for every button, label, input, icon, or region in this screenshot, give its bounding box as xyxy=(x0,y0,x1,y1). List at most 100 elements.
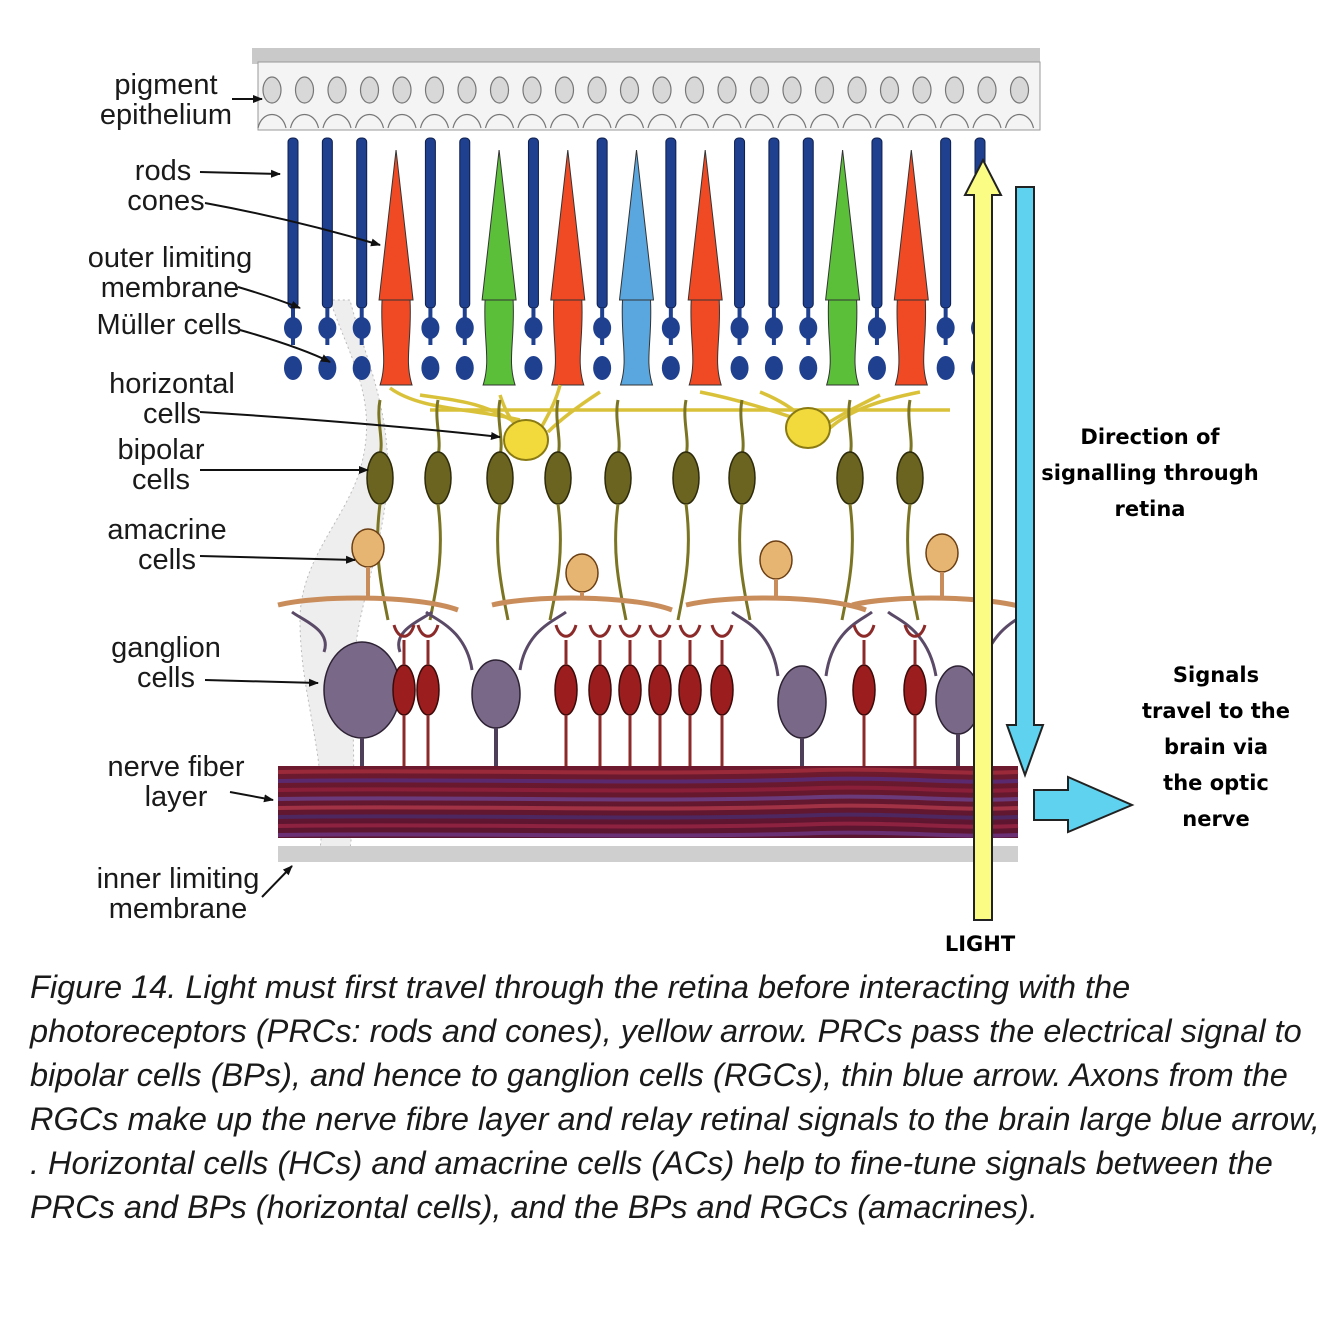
annotation-line: Signals xyxy=(1172,663,1260,687)
label-line: cells xyxy=(136,662,195,694)
midget-ganglion-cell xyxy=(648,664,672,716)
bipolar-axon xyxy=(614,503,628,621)
pigment-cell-outline xyxy=(517,113,547,129)
midget-ganglion-dendrite xyxy=(852,624,876,638)
ganglion-cell-group xyxy=(291,610,1029,770)
optic-nerve-arrow xyxy=(1033,775,1135,834)
ganglion-dendrites xyxy=(425,610,567,671)
label-horizontal-cells: horizontal cells xyxy=(104,369,240,429)
pigment-cell xyxy=(359,76,380,104)
pigment-cell-outline xyxy=(1004,113,1035,129)
pigment-cell xyxy=(717,76,737,104)
cone-cell-body xyxy=(894,299,928,386)
label-inner-limiting-membrane: inner limiting membrane xyxy=(92,864,264,924)
midget-ganglion-dendrite xyxy=(648,624,672,638)
midget-ganglion-cell xyxy=(618,664,642,716)
pigment-cell-outline xyxy=(452,113,482,129)
rod-nucleus xyxy=(936,317,955,339)
cone-cell-body xyxy=(619,299,654,386)
annotation-line: Direction of xyxy=(1080,425,1220,449)
label-line: pigment xyxy=(114,69,218,101)
pigment-cell xyxy=(879,76,900,104)
pigment-cell-outline xyxy=(549,113,580,129)
pigment-cell-outline xyxy=(484,113,515,129)
midget-ganglion-dendrite xyxy=(392,624,416,638)
pigment-cell-outline xyxy=(289,113,320,129)
pointer-inner-limiting-membrane xyxy=(261,865,293,898)
pointer-outer-limiting-membrane xyxy=(237,286,301,309)
pigment-cell-outline xyxy=(939,113,970,129)
cone-cell-body xyxy=(688,299,722,386)
pigment-cell xyxy=(294,76,315,104)
bipolar-dendrite xyxy=(683,399,689,456)
nerve-fiber xyxy=(277,794,1019,802)
bipolar-cell xyxy=(424,451,452,505)
pigment-cell-outline xyxy=(647,113,677,129)
midget-ganglion-dendrite xyxy=(588,624,612,638)
bipolar-dendrite xyxy=(497,399,503,456)
cone-outer-segment xyxy=(825,149,861,301)
label-line: epithelium xyxy=(99,99,233,131)
figure-caption: Figure 14. Light must first travel throu… xyxy=(30,969,1320,1225)
pigment-cell xyxy=(619,76,640,104)
cone-cell-body xyxy=(551,299,585,386)
label-line: horizontal xyxy=(109,368,235,400)
rod-cell xyxy=(527,137,539,309)
pigment-cell xyxy=(587,76,607,104)
rod-nucleus xyxy=(867,317,886,339)
rod-terminal xyxy=(284,356,302,380)
pigment-cell-outline xyxy=(387,113,417,129)
cone-cell-body xyxy=(379,299,413,386)
cone-outer-segment xyxy=(550,149,586,301)
label-line: inner limiting xyxy=(96,863,260,895)
ganglion-cell xyxy=(323,641,401,739)
annotation-line: travel to the xyxy=(1141,699,1290,723)
rod-cell xyxy=(940,137,952,309)
pigment-cells xyxy=(257,76,1035,129)
rod-terminal xyxy=(764,356,783,380)
rod-nucleus xyxy=(593,317,612,339)
rod-cell xyxy=(734,137,746,309)
rod-cell xyxy=(321,137,333,309)
pointer-amacrine-cells xyxy=(199,555,356,564)
rod-terminal xyxy=(455,356,474,380)
pigment-cell-outline xyxy=(874,113,905,129)
label-line: outer limiting xyxy=(87,242,253,274)
pigment-cell-outline xyxy=(354,113,385,129)
horizontal-cell-processes xyxy=(388,384,950,434)
photoreceptor-row xyxy=(284,137,989,386)
rod-cell xyxy=(424,137,436,309)
annotation-light: LIGHT xyxy=(944,932,1016,956)
rod-nucleus xyxy=(730,317,749,339)
pigment-cell xyxy=(749,76,770,104)
pigment-cell xyxy=(814,76,835,104)
bipolar-axon xyxy=(428,503,442,621)
signalling-direction-arrow xyxy=(1005,186,1045,778)
label-cones: cones xyxy=(127,185,205,217)
rod-terminal xyxy=(867,356,886,380)
amacrine-cell xyxy=(351,528,385,568)
amacrine-cell-group xyxy=(277,528,1033,613)
amacrine-cell xyxy=(759,540,793,580)
pigment-cell-outline xyxy=(777,113,807,129)
nerve-fiber xyxy=(277,785,1019,793)
cone-outer-segment xyxy=(893,149,929,301)
pigment-cell xyxy=(782,76,802,104)
pointer-horizontal-cells xyxy=(199,411,501,440)
pigment-cell xyxy=(912,76,932,104)
nerve-fiber xyxy=(277,812,1019,820)
bipolar-cell xyxy=(836,451,864,505)
pointer-ganglion-cells xyxy=(204,678,319,687)
nerve-fiber-layer xyxy=(277,766,1019,862)
pigment-cell xyxy=(522,76,542,104)
bipolar-dendrite xyxy=(847,399,853,456)
annotation-line: brain via xyxy=(1163,735,1269,759)
rod-nucleus xyxy=(661,317,680,339)
midget-ganglion-cell xyxy=(554,664,578,716)
rod-terminal xyxy=(730,356,749,380)
midget-ganglion-cell xyxy=(392,664,416,716)
amacrine-cell xyxy=(565,553,599,593)
cone-outer-segment xyxy=(687,149,723,301)
pigment-cell xyxy=(489,76,510,104)
